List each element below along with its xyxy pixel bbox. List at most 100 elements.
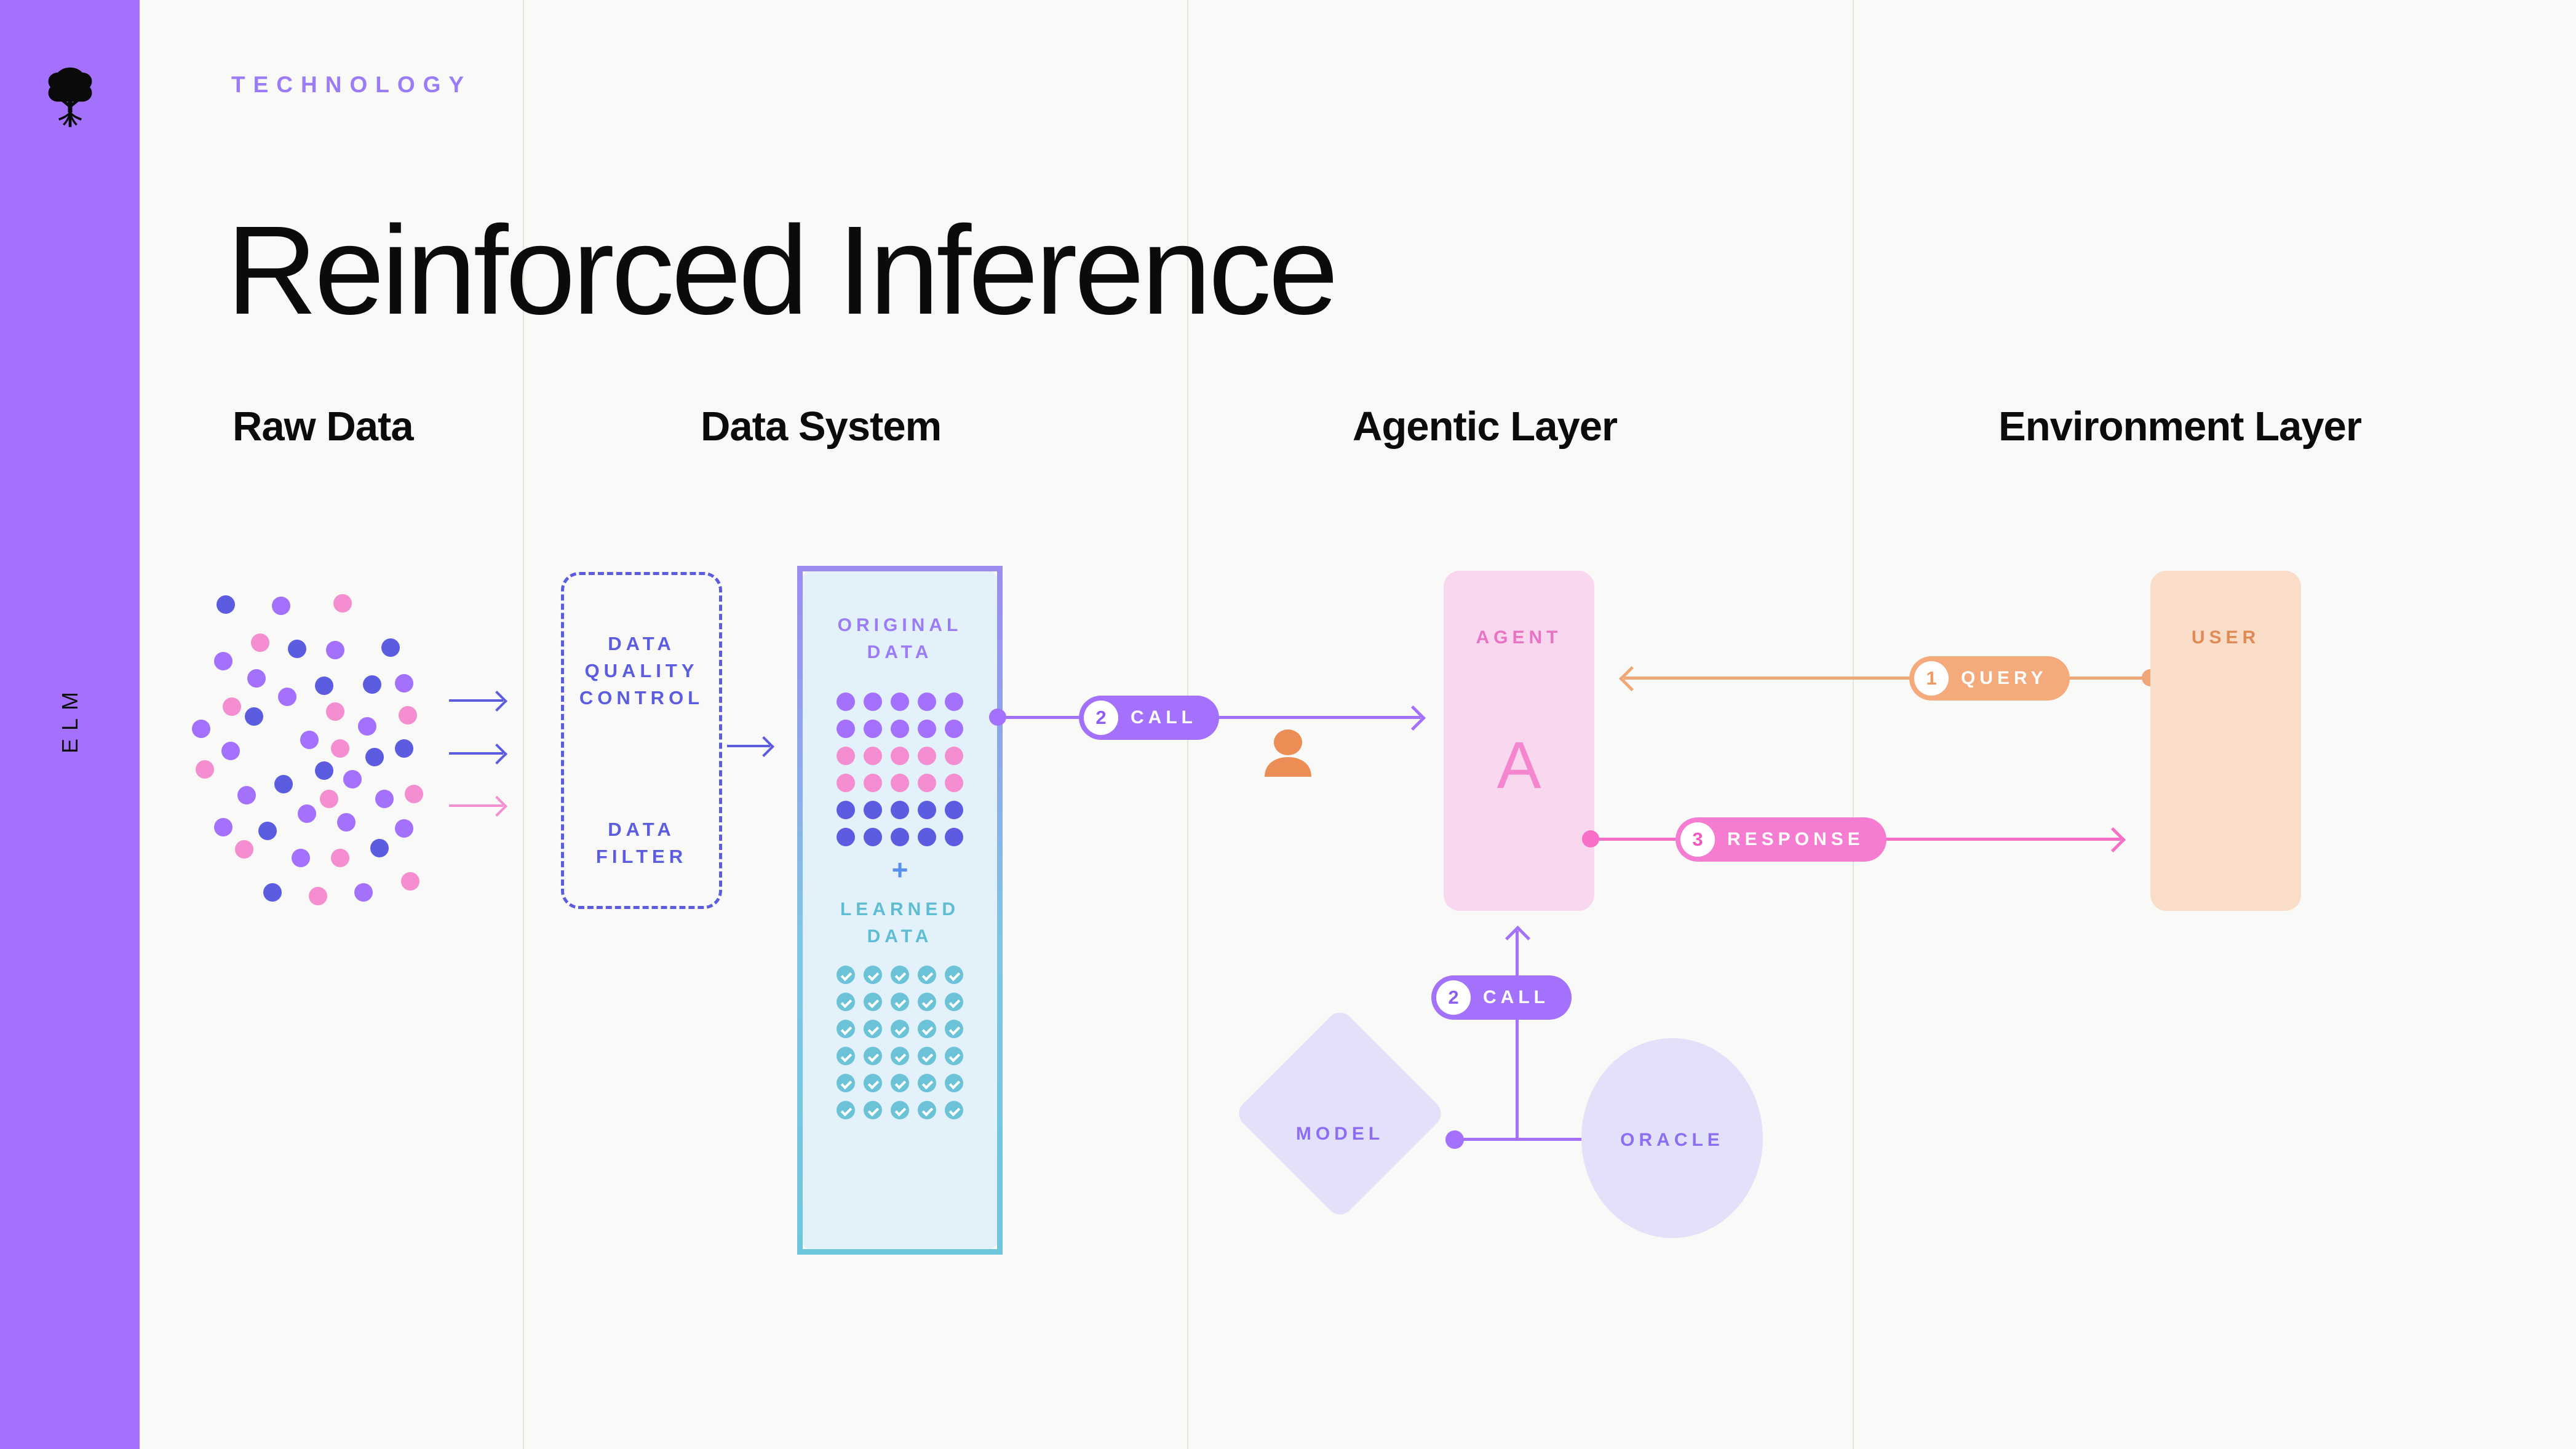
raw-data-dot (251, 633, 269, 652)
badge-query[interactable]: 1 QUERY (1909, 656, 2070, 701)
column-divider-1 (523, 0, 524, 1449)
check-icon (891, 1020, 909, 1038)
original-data-dot (945, 747, 963, 765)
column-heading-data-system: Data System (701, 403, 942, 450)
check-icon (837, 1020, 855, 1038)
check-icon (891, 1047, 909, 1065)
check-icon (891, 1074, 909, 1092)
learned-data-grid (832, 961, 968, 1124)
check-icon (864, 966, 882, 984)
raw-data-arrow-2 (449, 752, 503, 755)
raw-data-dot (292, 849, 310, 867)
original-data-dot (864, 801, 882, 819)
raw-data-dot (235, 840, 253, 859)
badge-response-label: RESPONSE (1727, 829, 1864, 849)
raw-data-dot (343, 770, 362, 788)
check-icon (837, 1047, 855, 1065)
check-icon (891, 1101, 909, 1119)
raw-data-dot (365, 748, 384, 766)
filter-line-2: FILTER (595, 846, 688, 868)
column-heading-raw-data: Raw Data (233, 403, 414, 450)
badge-call-label: CALL (1131, 707, 1197, 728)
check-icon (945, 1047, 963, 1065)
raw-data-dot (223, 697, 241, 716)
original-data-dot (864, 720, 882, 738)
check-icon (891, 966, 909, 984)
user-label: USER (2191, 627, 2260, 648)
dqc-line-2: QUALITY (584, 660, 699, 682)
original-data-dot (891, 774, 909, 792)
raw-data-dot (192, 720, 210, 738)
dqc-line-1: DATA (608, 633, 675, 654)
check-icon (945, 1101, 963, 1119)
original-data-dot (837, 693, 855, 711)
original-data-dot (918, 747, 936, 765)
model-label: MODEL (1295, 1124, 1385, 1144)
model-connector-dot (1445, 1130, 1464, 1149)
raw-data-dot (247, 669, 266, 688)
raw-data-dot (333, 594, 352, 613)
model-oracle-connector (1455, 1138, 1602, 1141)
query-connector-line (1624, 677, 2150, 680)
original-data-dot (837, 747, 855, 765)
data-store-panel: ORIGINAL DATA + LEARNED DATA (797, 566, 1003, 1255)
user-box[interactable]: USER (2150, 571, 2301, 911)
raw-data-dot (399, 706, 417, 724)
brand-name: ELM (57, 684, 82, 754)
badge-response[interactable]: 3 RESPONSE (1676, 817, 1886, 862)
check-icon (945, 1074, 963, 1092)
raw-data-dot (258, 822, 277, 840)
check-icon (837, 1074, 855, 1092)
original-data-dot (891, 828, 909, 846)
original-data-dot (837, 828, 855, 846)
raw-data-dot (320, 790, 338, 808)
raw-data-dot (331, 849, 349, 867)
check-icon (945, 993, 963, 1011)
raw-data-dot (196, 760, 214, 779)
oracle-shape[interactable] (1581, 1038, 1763, 1238)
raw-data-dot (315, 761, 333, 780)
original-data-dot (864, 774, 882, 792)
original-data-dot (891, 693, 909, 711)
check-icon (864, 1020, 882, 1038)
raw-data-dot (272, 597, 290, 615)
original-data-dot (918, 828, 936, 846)
original-data-dot (891, 747, 909, 765)
raw-data-dot (237, 786, 256, 804)
original-data-dot (945, 720, 963, 738)
raw-data-dot (298, 804, 316, 823)
orig-line-2: DATA (867, 641, 933, 662)
check-icon (864, 1074, 882, 1092)
raw-data-dot (300, 731, 319, 749)
badge-call2-label: CALL (1483, 987, 1549, 1007)
raw-data-dot (278, 688, 296, 706)
raw-data-dot (214, 652, 233, 670)
check-icon (918, 966, 936, 984)
badge-query-number: 1 (1914, 661, 1949, 696)
agent-box[interactable]: AGENT A (1444, 571, 1594, 911)
plus-symbol: + (891, 854, 908, 886)
page-title: Reinforced Inference (226, 200, 1338, 341)
original-data-dot (891, 720, 909, 738)
model-shape[interactable] (1233, 1007, 1447, 1220)
badge-call-to-tools[interactable]: 2 CALL (1431, 975, 1572, 1020)
data-quality-arrow (727, 745, 770, 747)
raw-data-dot (358, 717, 376, 736)
original-data-dot (918, 801, 936, 819)
raw-data-dot (401, 872, 419, 891)
raw-data-arrow-1 (449, 699, 503, 702)
data-quality-control-box: DATA QUALITY CONTROL DATA FILTER (561, 572, 722, 909)
raw-data-dot (354, 883, 373, 902)
original-data-dot (837, 774, 855, 792)
eyebrow-label: TECHNOLOGY (231, 72, 472, 97)
column-divider-3 (1853, 0, 1854, 1449)
check-icon (945, 1020, 963, 1038)
raw-data-dot (395, 674, 413, 693)
raw-data-arrow-3 (449, 804, 503, 807)
check-icon (918, 993, 936, 1011)
raw-data-dot (288, 640, 306, 658)
badge-call-to-agent[interactable]: 2 CALL (1079, 696, 1219, 740)
raw-data-dot (331, 739, 349, 758)
check-icon (891, 993, 909, 1011)
person-icon (1265, 729, 1311, 777)
